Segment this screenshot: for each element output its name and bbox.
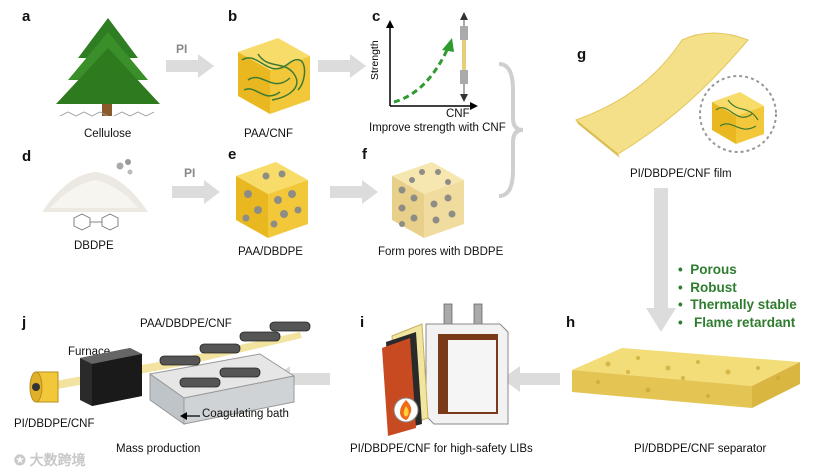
property-flame-retardant: • Flame retardant [678,314,797,332]
y-axis-label: Strength [369,40,381,80]
label-pi-dbdpe-cnf-output: PI/DBDPE/CNF [14,418,95,430]
cube-paa-dbdpe [226,154,316,244]
caption-dbdpe: DBDPE [74,240,114,252]
panel-a-label: a [22,8,30,25]
panel-f-label: f [362,146,367,163]
panel-b-label: b [228,8,237,25]
y-axis-label-holder: Strength [368,32,382,82]
caption-improve-strength: Improve strength with CNF [369,122,506,134]
cube-porous [382,154,472,244]
panel-h-label: h [566,314,575,331]
caption-form-pores: Form pores with DBDPE [378,246,503,258]
brace [495,60,525,200]
arrow-b-to-c [318,54,368,78]
battery-illustration [378,302,518,432]
arrow-e-to-f [330,180,380,204]
property-porous: • Porous [678,261,797,279]
caption-cellulose: Cellulose [84,128,131,140]
tree-illustration [48,18,168,123]
arrow-g-to-h [648,188,678,338]
caption-separator: PI/DBDPE/CNF separator [634,443,766,455]
caption-mass-production: Mass production [116,443,200,455]
strength-plot [376,18,486,113]
caption-paa-dbdpe: PAA/DBDPE [238,246,303,258]
arrow-label-pi-bottom: PI [184,166,195,180]
panel-j-label: j [22,314,26,331]
properties-list: • Porous • Robust • Thermally stable • F… [678,261,797,331]
watermark: ✪ 大数跨境 [14,450,86,470]
label-coagulating-bath: Coagulating bath [202,408,289,420]
caption-libs: PI/DBDPE/CNF for high-safety LIBs [350,443,533,455]
caption-film: PI/DBDPE/CNF film [630,168,732,180]
film-illustration [572,30,802,160]
watermark-icon: ✪ [14,452,26,468]
panel-i-label: i [360,314,364,331]
dbdpe-powder [38,156,158,236]
property-thermally-stable: • Thermally stable [678,296,797,314]
arrow-a-to-b [166,54,216,78]
x-axis-label-cnf: CNF [446,108,470,120]
panel-d-label: d [22,148,31,165]
separator-illustration [568,338,808,418]
cube-paa-cnf [228,30,316,118]
property-robust: • Robust [678,279,797,297]
arrow-d-to-e [172,180,222,204]
caption-paa-cnf: PAA/CNF [244,128,293,140]
